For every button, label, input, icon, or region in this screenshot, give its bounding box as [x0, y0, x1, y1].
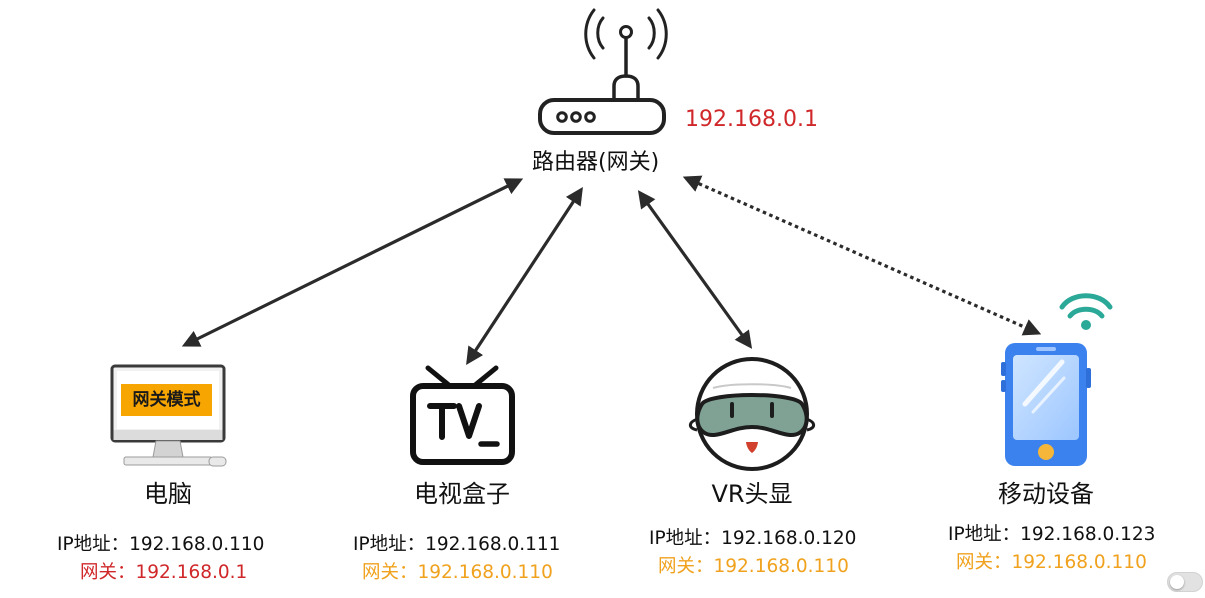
- screen-badge-background: [121, 384, 212, 416]
- router-name-label: 路由器(网关): [532, 150, 660, 175]
- tv-icon: [410, 365, 515, 465]
- device-name-desktop: 电脑: [144, 480, 192, 508]
- device-ip-tvbox: IP地址：192.168.0.111: [353, 534, 561, 555]
- device-name-mobile: 移动设备: [998, 480, 1094, 508]
- smartphone-icon: [1001, 343, 1091, 466]
- router-icon: [538, 8, 668, 135]
- device-gateway-desktop: 网关：192.168.0.1: [80, 562, 248, 583]
- gateway-mode-badge: 网关模式: [132, 390, 201, 410]
- device-gateway-mobile: 网关：192.168.0.110: [956, 552, 1147, 573]
- connections: [181, 175, 1042, 365]
- device-name-tvbox: 电视盒子: [414, 480, 510, 508]
- wifi-icon: [1059, 293, 1113, 330]
- device-gateway-vr: 网关：192.168.0.110: [658, 556, 849, 577]
- device-ip-desktop: IP地址：192.168.0.110: [57, 534, 265, 555]
- link-router-vr: [637, 190, 753, 349]
- vr-headset-icon: [688, 357, 816, 471]
- device-ip-vr: IP地址：192.168.0.120: [649, 528, 857, 549]
- link-router-desktop: [181, 178, 524, 347]
- router-ip-label: 192.168.0.1: [685, 107, 818, 132]
- device-ip-mobile: IP地址：192.168.0.123: [948, 524, 1156, 545]
- toggle-switch[interactable]: [1167, 572, 1203, 592]
- link-router-mobile: [682, 175, 1042, 336]
- device-name-vr: VR头显: [711, 480, 793, 508]
- device-gateway-tvbox: 网关：192.168.0.110: [362, 562, 553, 583]
- link-router-tvbox: [466, 187, 583, 365]
- toggle-knob: [1170, 575, 1184, 589]
- desktop-monitor-icon: [110, 364, 227, 467]
